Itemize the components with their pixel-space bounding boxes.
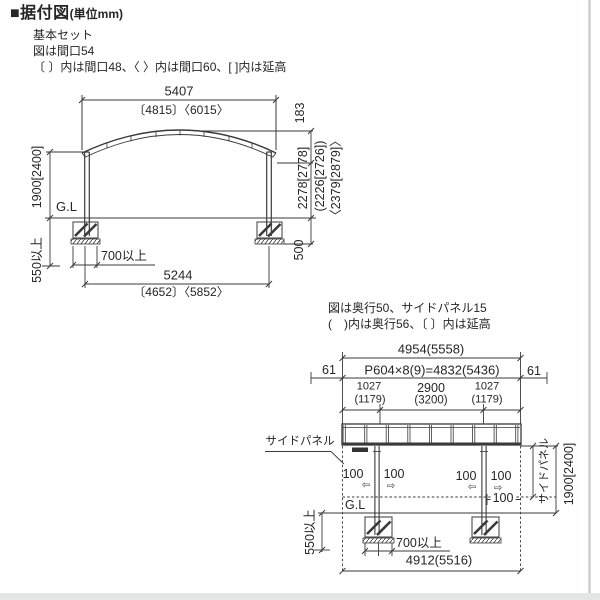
- dim-clearance-height-side: 1900[2400]: [561, 442, 576, 506]
- dim-seg-right-alt: (1179): [471, 393, 503, 406]
- front-view-drawing: [42, 95, 316, 288]
- dim-seg-center-alt: (3200): [414, 394, 448, 407]
- dim-width-top: 5407: [164, 83, 194, 99]
- dim-seg-left: 1027: [356, 380, 382, 393]
- dim-footing-height: 500: [291, 239, 306, 261]
- dim-footing-width: 700以上: [101, 249, 147, 263]
- dim-end-offset-right: 61: [527, 363, 541, 378]
- dim-depth-total: 4954(5558): [397, 341, 465, 357]
- page-title: ■据付図(単位mm): [10, 6, 123, 22]
- dim-post-span: 5244: [163, 267, 193, 283]
- dim-embed-depth: 550以上: [29, 237, 44, 283]
- arrow-right-icon: ⇨: [493, 483, 503, 494]
- ground-line-label: G.L: [56, 199, 77, 214]
- side-view-drawing: [265, 352, 560, 575]
- dim-width-top-alt: 〔4815〕〈6015〉: [133, 103, 229, 117]
- dim-adjust-1: 100: [342, 466, 364, 481]
- dim-panel-pitch: P604×8(9)=4832(5436): [364, 362, 500, 378]
- note-basic-set: 基本セット: [33, 28, 94, 42]
- side-panel-label: サイドパネル: [265, 435, 335, 448]
- dim-embed-depth-side: 550以上: [302, 509, 317, 555]
- dim-roof-rise: 183: [292, 102, 307, 124]
- dim-end-offset-left: 61: [322, 362, 336, 377]
- unit-label: (単位mm): [69, 7, 124, 21]
- dim-adjust-3: 100: [455, 468, 477, 483]
- note-width-54: 図は間口54: [33, 44, 95, 58]
- dim-clearance-height: 1900[2400]: [29, 145, 44, 209]
- dim-adjust-4: 100: [490, 468, 512, 483]
- arrow-left-icon: ⇦: [467, 482, 477, 493]
- dim-post-span-side: 4912(5516): [405, 552, 473, 568]
- dim-total-height-alt1: (2226[2726]): [312, 140, 327, 212]
- dim-total-height: 2278[2778]: [295, 146, 310, 210]
- dim-post-span-alt: 〔4652〕〈5852〉: [133, 285, 229, 299]
- dim-adjust-5: 100: [490, 490, 516, 505]
- note-bracket-legend: 〔 〕内は間口48、〈 〉内は間口60、[ ]内は延高: [33, 60, 287, 74]
- ground-line-label-side: G.L: [345, 498, 366, 512]
- dim-total-height-alt2: 〈2379[2879]〉: [328, 134, 343, 222]
- title-text: ■据付図: [10, 5, 70, 22]
- side-note-2: ( )内は奥行56、〔 〕内は延高: [328, 317, 491, 331]
- dim-seg-right: 1027: [474, 380, 500, 393]
- arrow-left-icon: ⇦: [361, 480, 371, 491]
- dim-seg-center: 2900: [417, 380, 445, 395]
- dim-adjust-2: 100: [383, 466, 405, 481]
- dim-footing-width-side: 700以上: [396, 536, 442, 550]
- arrow-right-icon: ⇨: [386, 481, 396, 492]
- side-panel-vertical-label: サイドパネル: [538, 438, 551, 504]
- dim-seg-left-alt: (1179): [354, 393, 386, 406]
- side-note-1: 図は奥行50、サイドパネル15: [328, 301, 487, 315]
